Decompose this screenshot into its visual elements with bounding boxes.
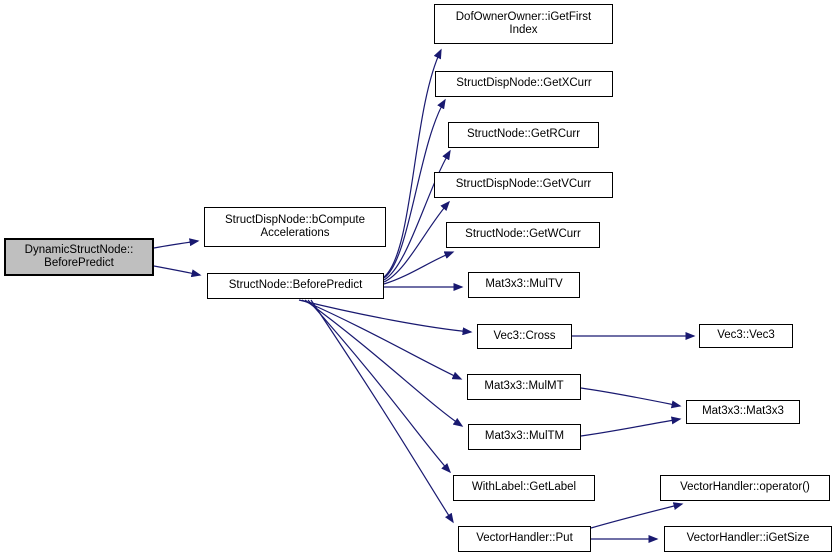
node-vectorhandler-operator[interactable]: VectorHandler::operator() bbox=[660, 475, 830, 501]
node-structnode-beforepredict[interactable]: StructNode::BeforePredict bbox=[207, 273, 384, 299]
node-label-line: BeforePredict bbox=[44, 257, 114, 269]
node-vectorhandler-put[interactable]: VectorHandler::Put bbox=[458, 526, 591, 552]
edge-structnode-beforepredict-to-dofownerowner-igetfirstindex bbox=[383, 48, 442, 278]
node-vec3-cross[interactable]: Vec3::Cross bbox=[477, 324, 572, 349]
node-mat3x3-multv[interactable]: Mat3x3::MulTV bbox=[468, 272, 580, 298]
edge-structnode-beforepredict-to-structnode-getrcurr bbox=[383, 149, 451, 281]
node-label-line: VectorHandler::Put bbox=[476, 532, 573, 545]
edge-vectorhandler-put-to-vectorhandler-operator bbox=[590, 502, 684, 529]
edge-structnode-beforepredict-to-vec3-cross bbox=[298, 299, 473, 336]
edge-structnode-beforepredict-to-mat3x3-mulmt bbox=[301, 299, 463, 380]
edge-dynamicstructnode-beforepredict-to-structnode-beforepredict bbox=[153, 265, 202, 278]
node-label-line: Index bbox=[509, 24, 538, 36]
edge-mat3x3-multm-to-mat3x3-mat3x3 bbox=[580, 416, 682, 437]
edge-structnode-beforepredict-to-structnode-getwcurr bbox=[383, 251, 455, 285]
node-label-line: StructDispNode::GetVCurr bbox=[455, 178, 592, 191]
edge-structnode-beforepredict-to-withlabel-getlabel bbox=[307, 299, 452, 474]
node-label-line: StructDispNode::bCompute bbox=[225, 213, 365, 226]
edge-structnode-beforepredict-to-vectorhandler-put bbox=[310, 299, 454, 524]
node-label-line: StructNode::GetRCurr bbox=[466, 128, 581, 141]
node-label-line: DofOwnerOwner::iGetFirst bbox=[455, 10, 592, 23]
node-structdispnode-getvcurr[interactable]: StructDispNode::GetVCurr bbox=[434, 172, 613, 198]
node-label-line: StructNode::GetWCurr bbox=[465, 228, 581, 241]
edge-structnode-beforepredict-to-structdispnode-getvcurr bbox=[383, 200, 450, 283]
node-dynamicstructnode-beforepredict[interactable]: DynamicStructNode::BeforePredict bbox=[4, 238, 154, 276]
node-mat3x3-mat3x3[interactable]: Mat3x3::Mat3x3 bbox=[686, 400, 800, 424]
node-structnode-getrcurr[interactable]: StructNode::GetRCurr bbox=[448, 122, 599, 148]
node-label-line: Mat3x3::MulTM bbox=[484, 430, 565, 443]
node-label-line: VectorHandler::iGetSize bbox=[686, 532, 810, 545]
node-withlabel-getlabel[interactable]: WithLabel::GetLabel bbox=[453, 475, 595, 501]
node-label-line: Accelerations bbox=[260, 227, 330, 239]
node-structdispnode-getxcurr[interactable]: StructDispNode::GetXCurr bbox=[435, 71, 613, 97]
node-label-line: Mat3x3::MulMT bbox=[484, 380, 564, 393]
node-mat3x3-mulmt[interactable]: Mat3x3::MulMT bbox=[467, 374, 581, 400]
node-label-line: WithLabel::GetLabel bbox=[471, 481, 577, 494]
node-label-line: Mat3x3::Mat3x3 bbox=[702, 405, 784, 418]
node-label-line: Mat3x3::MulTV bbox=[485, 278, 563, 291]
node-mat3x3-multm[interactable]: Mat3x3::MulTM bbox=[468, 424, 581, 450]
node-vec3-vec3[interactable]: Vec3::Vec3 bbox=[699, 324, 793, 348]
edge-mat3x3-mulmt-to-mat3x3-mat3x3 bbox=[580, 387, 682, 409]
node-label-line: Vec3::Vec3 bbox=[717, 329, 775, 342]
node-vectorhandler-igetsize[interactable]: VectorHandler::iGetSize bbox=[664, 526, 832, 552]
node-label-line: StructDispNode::GetXCurr bbox=[456, 77, 592, 90]
node-structnode-getwcurr[interactable]: StructNode::GetWCurr bbox=[446, 222, 600, 248]
node-label-line: StructNode::BeforePredict bbox=[228, 279, 363, 292]
node-label-line: DynamicStructNode:: bbox=[24, 243, 134, 256]
edge-dynamicstructnode-beforepredict-to-structdispnode-bcomputeaccelerations bbox=[153, 238, 200, 249]
node-label-line: Vec3::Cross bbox=[493, 329, 556, 342]
edge-structnode-beforepredict-to-mat3x3-multm bbox=[304, 299, 464, 427]
node-label-line: VectorHandler::operator() bbox=[680, 481, 810, 494]
edge-structnode-beforepredict-to-structdispnode-getxcurr bbox=[383, 98, 446, 279]
